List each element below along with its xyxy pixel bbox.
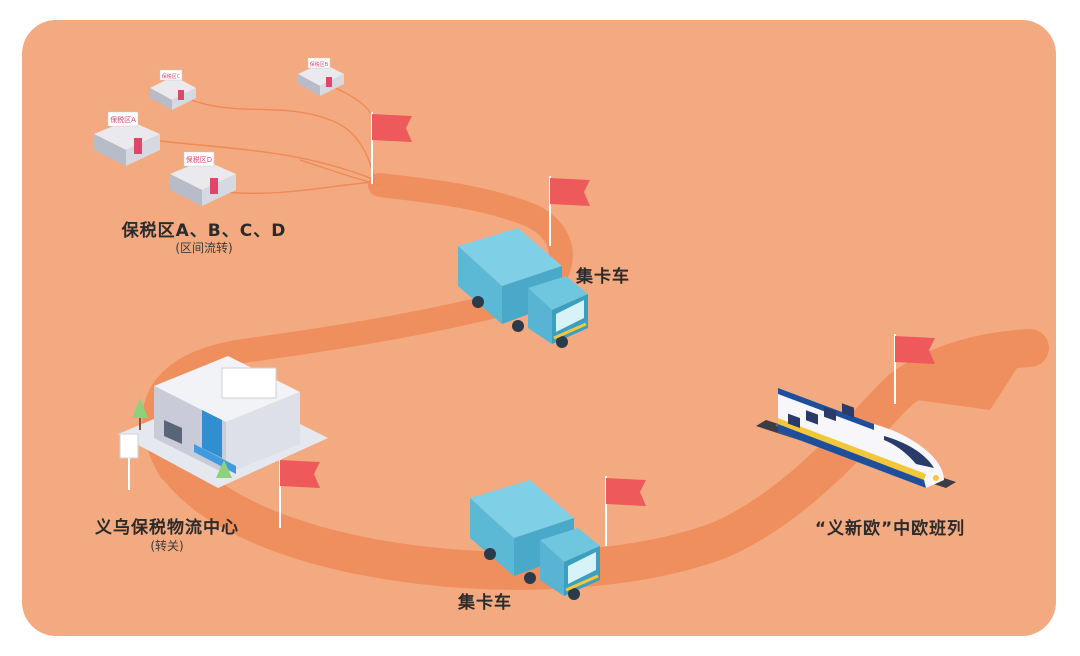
flag-icon [894, 334, 935, 404]
logistics-center-label: 义乌保税物流中心 [95, 518, 239, 538]
warehouse-sign-c: 保税区C [162, 73, 181, 80]
warehouse-icon: 保税区A [94, 111, 160, 166]
flag-icon [371, 112, 412, 184]
road-end-fade [880, 348, 1030, 410]
logistics-center-sublabel: (转关) [150, 539, 184, 553]
warehouse-icon: 保税区C [150, 69, 196, 110]
building-icon [118, 356, 328, 490]
bonded-zones-label: 保税区A、B、C、D [121, 221, 287, 241]
warehouse-sign-b: 保税区B [310, 61, 329, 68]
warehouse-icon: 保税区B [298, 57, 344, 96]
warehouse-sign-d: 保税区D [186, 155, 212, 164]
truck-top-label: 集卡车 [576, 267, 630, 287]
truck-icon [470, 480, 600, 600]
background-panel: 保税区C 保税区B 保税区A [22, 20, 1056, 636]
flag-icon [279, 458, 320, 528]
truck-bottom-label: 集卡车 [458, 593, 512, 613]
bonded-zones-sublabel: (区间流转) [175, 241, 233, 255]
train-icon [756, 388, 956, 488]
route-scene: 保税区C 保税区B 保税区A [22, 20, 1056, 636]
train-label: “义新欧”中欧班列 [814, 519, 966, 539]
truck-icon [458, 228, 588, 348]
road-path [161, 329, 1049, 590]
flag-icon [605, 476, 646, 546]
warehouse-icon: 保税区D [170, 151, 236, 206]
flag-icon [549, 176, 590, 246]
warehouse-sign-a: 保税区A [110, 115, 136, 124]
